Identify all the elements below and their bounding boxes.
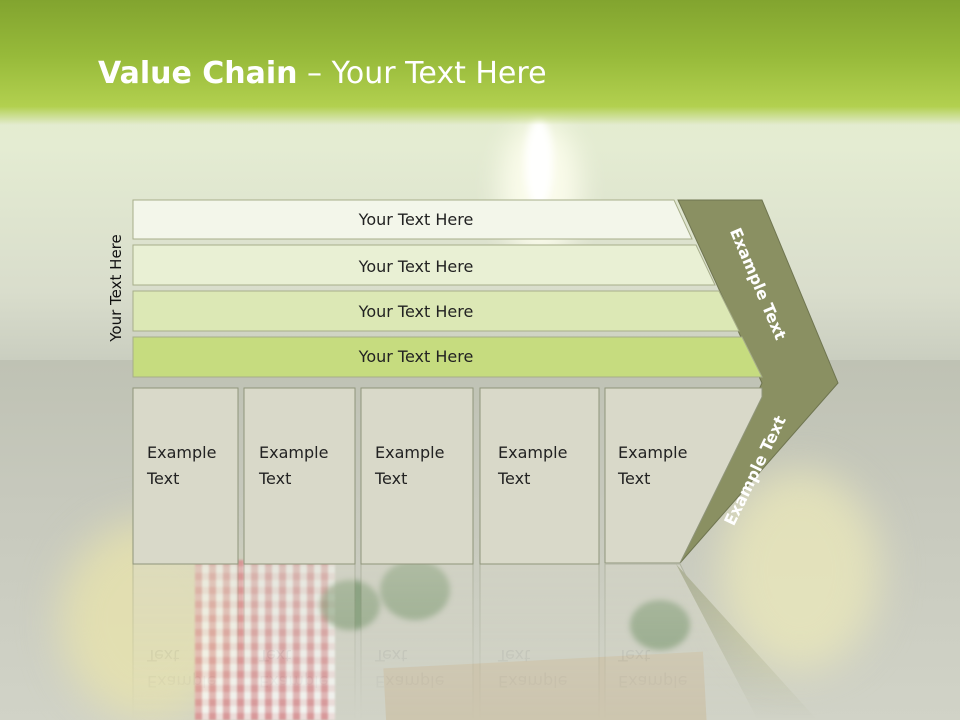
title-bold: Value Chain (98, 56, 298, 91)
column-4: Example Text (479, 387, 600, 565)
bar-4-label: Your Text Here (358, 347, 474, 366)
bar-1-label: Your Text Here (358, 210, 474, 229)
bar-1: Your Text Here (132, 199, 693, 240)
svg-text:Example: Example (147, 672, 216, 691)
svg-text:Example: Example (498, 672, 567, 691)
column-2-line1: Example (259, 443, 328, 462)
svg-text:Example: Example (259, 672, 328, 691)
column-5: Example Text (604, 387, 763, 564)
column-4-line2: Text (497, 469, 530, 488)
diagram-reflection: Example Text Example Text Example Text E… (132, 563, 818, 720)
column-3-line1: Example (375, 443, 444, 462)
svg-text:Text: Text (617, 646, 650, 665)
column-1: Example Text (132, 387, 239, 565)
bar-2: Your Text Here (132, 244, 716, 286)
column-5-line2: Text (617, 469, 650, 488)
side-label: Your Text Here (107, 234, 125, 342)
svg-text:Example: Example (375, 672, 444, 691)
title-bar: Value Chain – Your Text Here (0, 0, 960, 125)
bar-2-label: Your Text Here (358, 257, 474, 276)
page-title: Value Chain – Your Text Here (98, 54, 547, 94)
svg-text:Text: Text (258, 646, 291, 665)
column-2: Example Text (243, 387, 356, 565)
bar-3: Your Text Here (132, 290, 740, 332)
svg-text:Example: Example (618, 672, 687, 691)
svg-text:Text: Text (146, 646, 179, 665)
column-1-line2: Text (146, 469, 179, 488)
bar-4: Your Text Here (132, 336, 763, 378)
column-3: Example Text (360, 387, 474, 565)
column-2-line2: Text (258, 469, 291, 488)
svg-text:Text: Text (374, 646, 407, 665)
column-1-line1: Example (147, 443, 216, 462)
column-5-line1: Example (618, 443, 687, 462)
title-rest: – Your Text Here (297, 56, 547, 91)
column-3-line2: Text (374, 469, 407, 488)
column-4-line1: Example (498, 443, 567, 462)
bar-3-label: Your Text Here (358, 302, 474, 321)
svg-text:Text: Text (497, 646, 530, 665)
